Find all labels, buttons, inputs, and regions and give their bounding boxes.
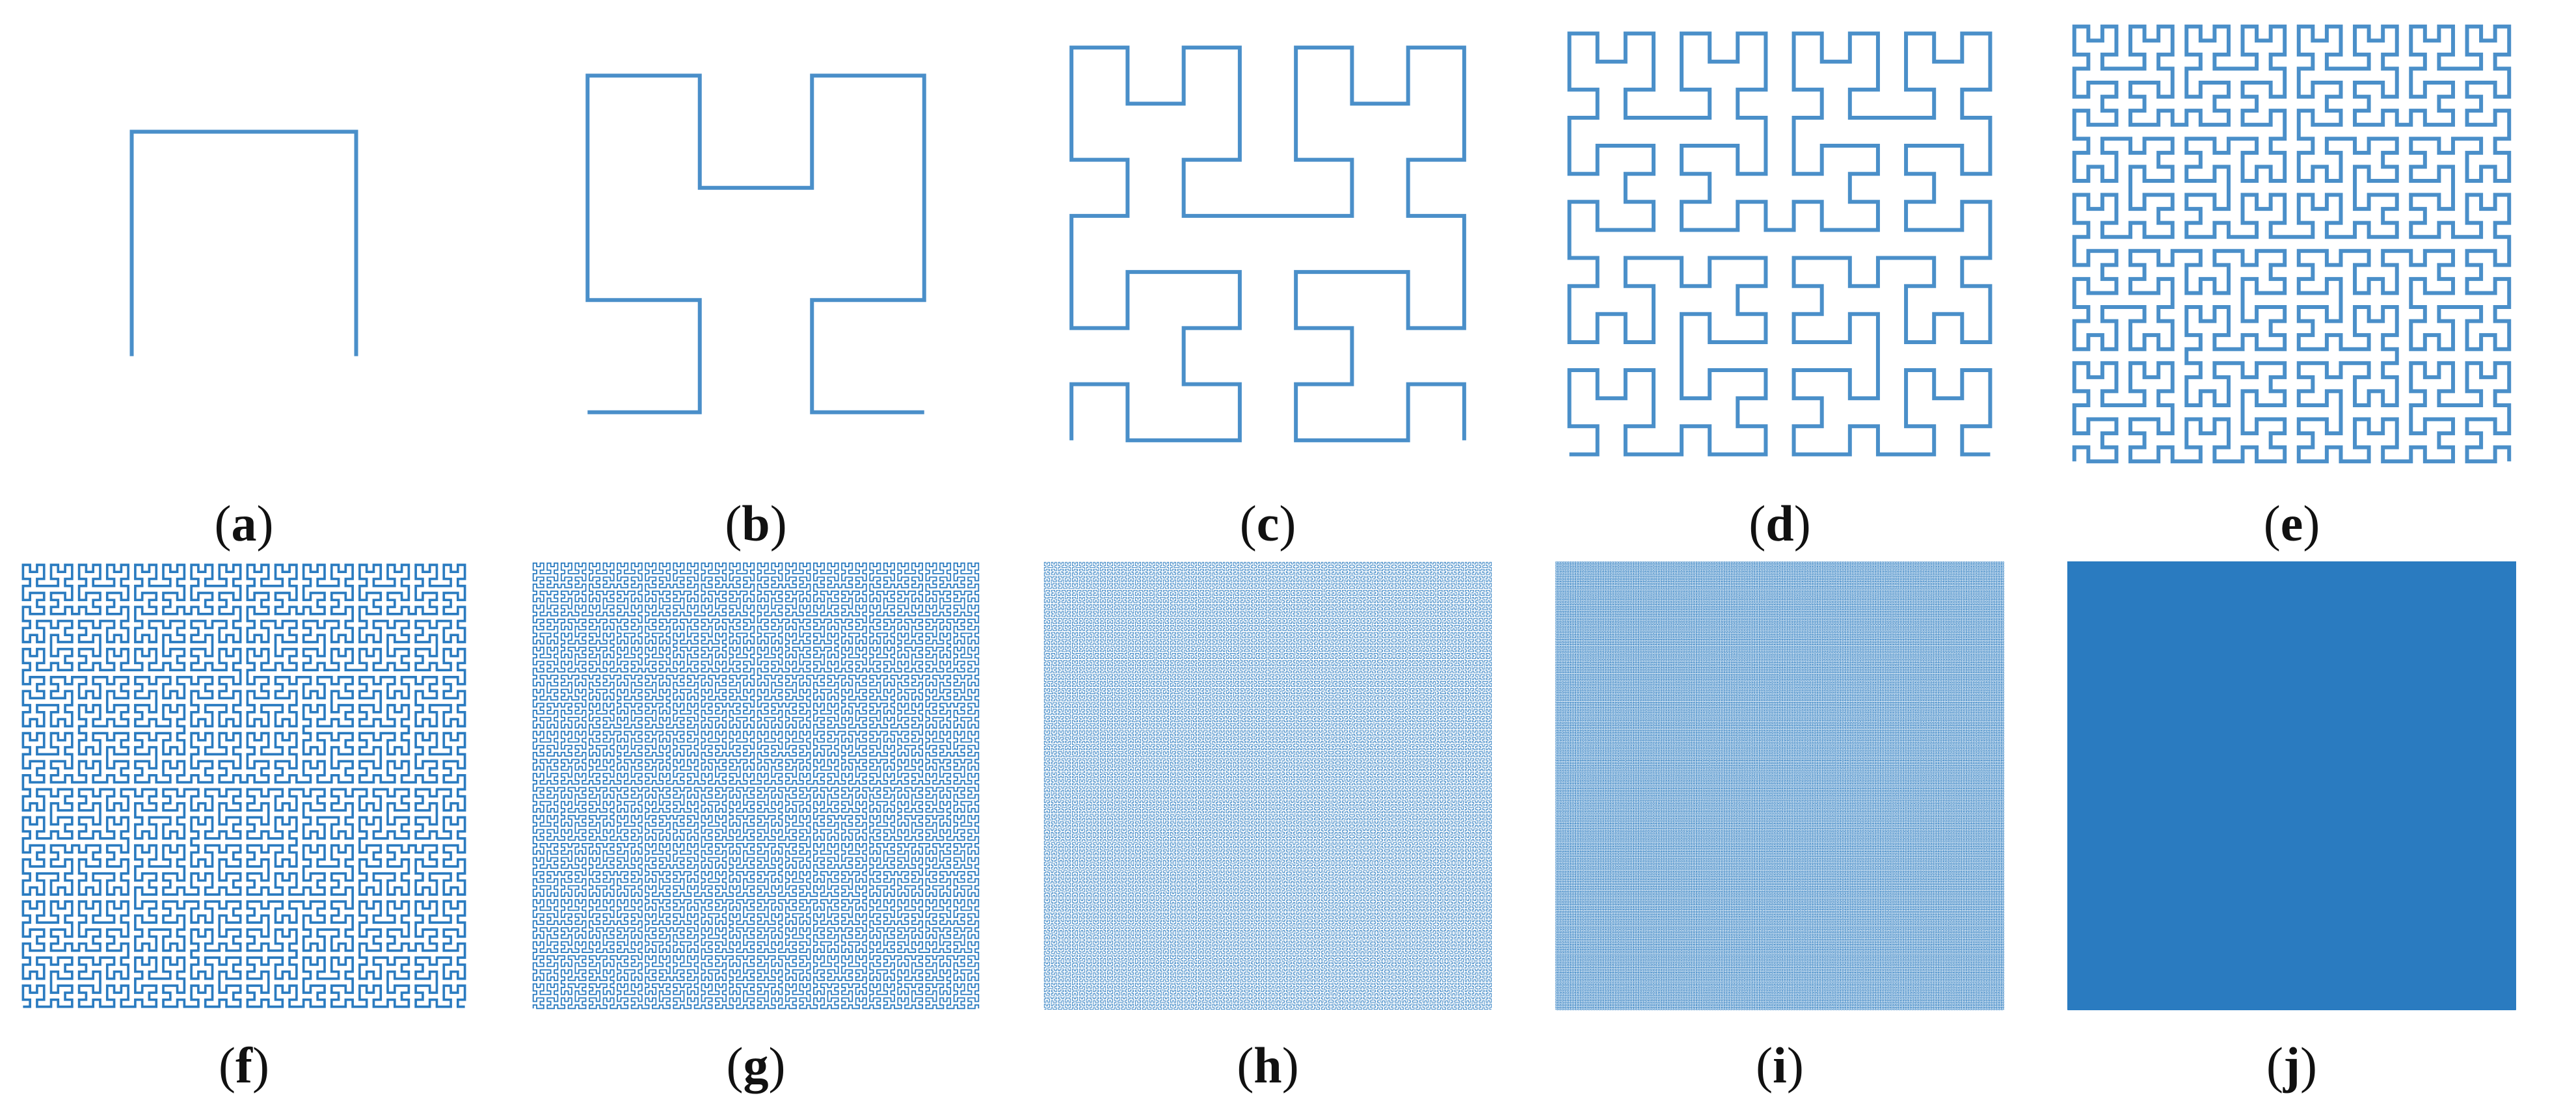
curve-h <box>1040 558 1496 1013</box>
hilbert-path-f <box>23 565 464 1006</box>
hilbert-path-b <box>587 75 924 412</box>
caption-g: (g) <box>528 1036 984 1095</box>
caption-j: (j) <box>2064 1036 2519 1095</box>
curve-a <box>16 16 472 472</box>
hilbert-path-h <box>1044 562 1491 1009</box>
curve-i <box>1552 558 2007 1013</box>
caption-e: (e) <box>2064 494 2519 553</box>
caption-c: (c) <box>1040 494 1496 553</box>
caption-d: (d) <box>1552 494 2007 553</box>
curve-j <box>2064 558 2519 1013</box>
caption-f: (f) <box>16 1036 472 1095</box>
caption-a: (a) <box>16 494 472 553</box>
hilbert-path-d <box>1570 34 1991 455</box>
hilbert-path-g <box>533 563 979 1009</box>
curve-b <box>528 16 984 472</box>
curve-g <box>528 558 984 1013</box>
caption-i: (i) <box>1552 1036 2007 1095</box>
curve-f <box>16 558 472 1013</box>
curve-c <box>1040 16 1496 472</box>
caption-b: (b) <box>528 494 984 553</box>
hilbert-path-i <box>1556 562 2004 1010</box>
caption-h: (h) <box>1040 1036 1496 1095</box>
curve-d <box>1552 16 2007 472</box>
hilbert-path-j <box>2067 561 2516 1010</box>
hilbert-path-a <box>132 132 356 356</box>
hilbert-path-c <box>1071 47 1464 440</box>
curve-e <box>2064 16 2519 472</box>
hilbert-path-e <box>2074 27 2509 461</box>
